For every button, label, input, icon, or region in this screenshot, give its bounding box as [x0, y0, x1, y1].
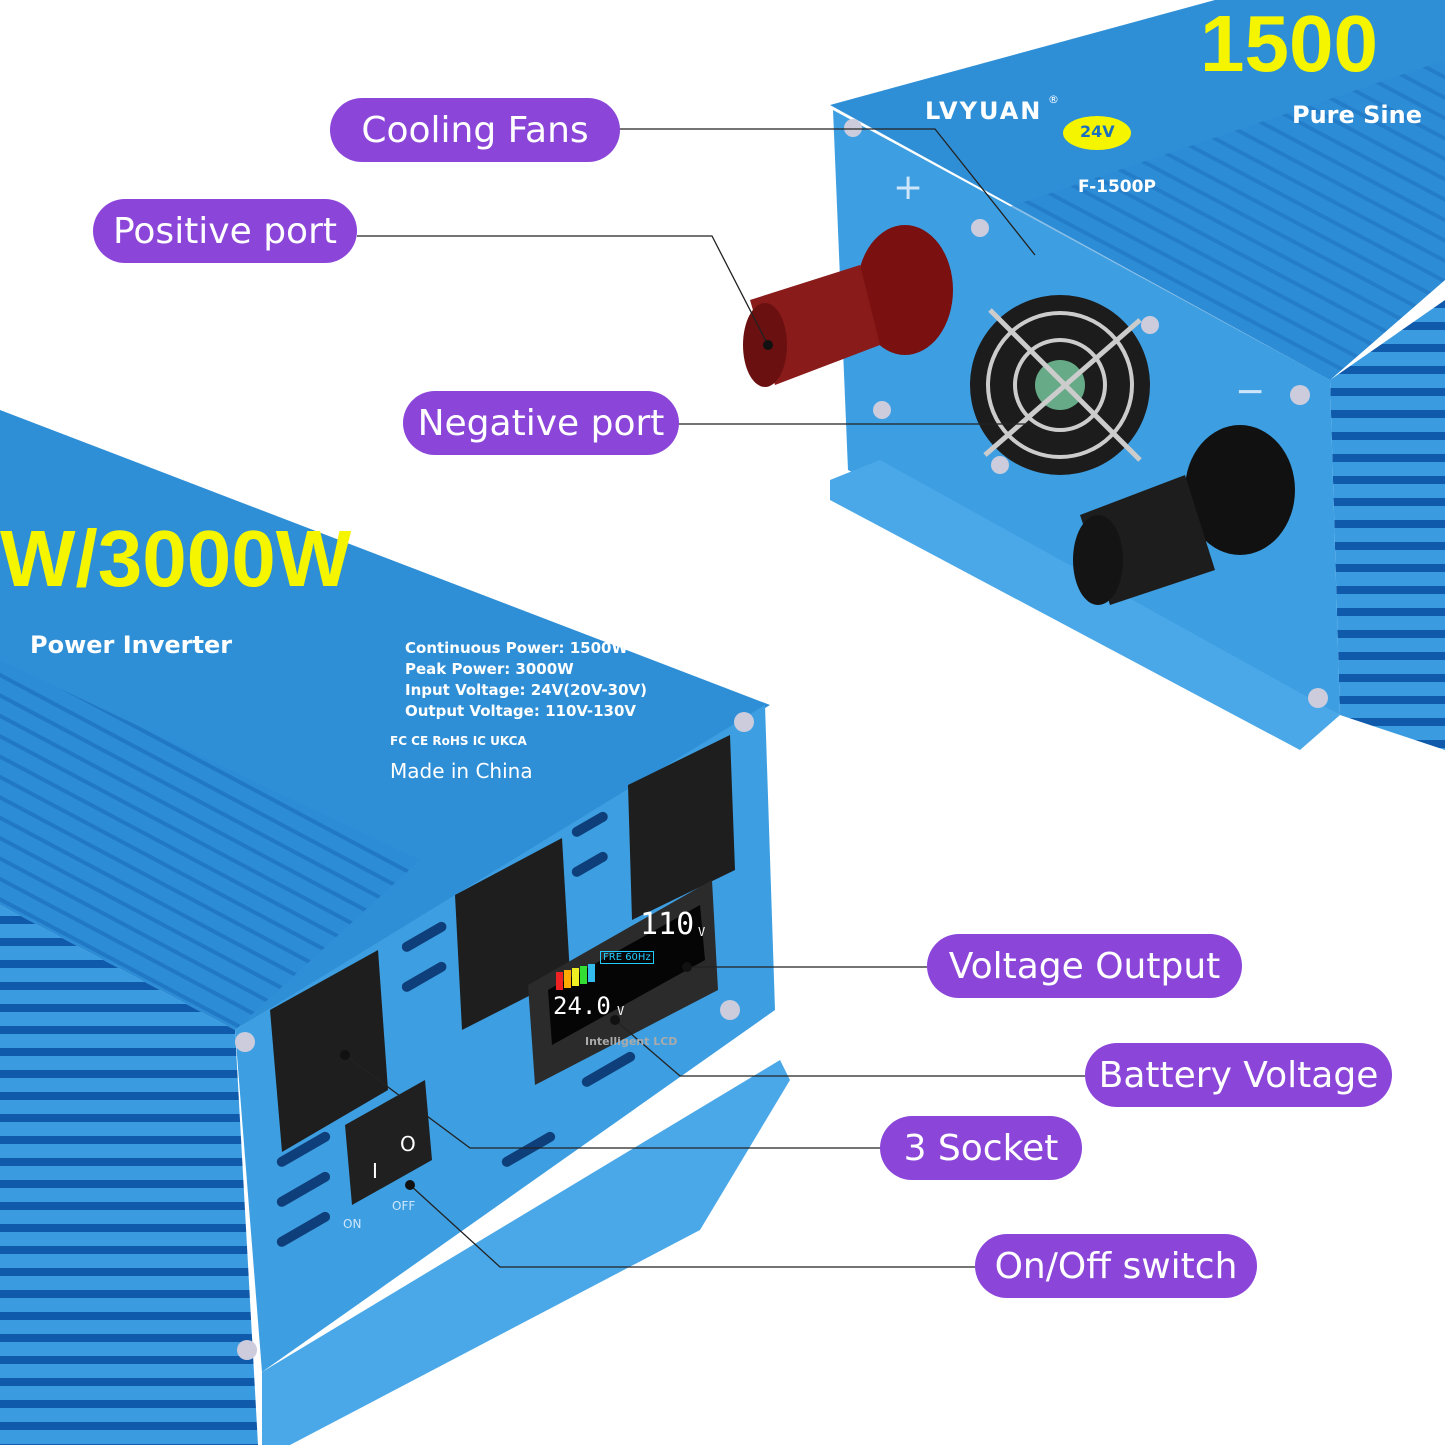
switch-o-mark: O	[400, 1132, 416, 1156]
inverter-front-view	[0, 410, 790, 1445]
callout-3-socket: 3 Socket	[880, 1116, 1082, 1180]
negative-terminal-base	[1185, 425, 1295, 555]
screws	[844, 119, 1328, 708]
back-top-ribs	[1000, 60, 1445, 380]
inverter-back-view	[743, 0, 1445, 750]
plus-sign: +	[893, 167, 924, 208]
origin-text: Made in China	[390, 759, 533, 783]
switch-line	[409, 1184, 975, 1268]
screws-front	[235, 712, 754, 1360]
front-power-rating: W/3000W	[0, 514, 352, 603]
front-subtitle: Power Inverter	[30, 631, 233, 659]
front-top-ribs	[0, 660, 420, 1030]
model-number: F-1500P	[1078, 177, 1156, 197]
power-switch[interactable]	[345, 1080, 432, 1205]
spec-peak: Peak Power: 3000W	[405, 660, 574, 678]
lcd-label: Intelligent LCD	[585, 1035, 678, 1048]
lcd-battery-voltage: 24.0	[553, 992, 611, 1020]
front-left-side	[0, 905, 258, 1445]
battery-level-icon	[556, 964, 595, 990]
socket-line	[344, 1054, 880, 1149]
brand-logo: LVYUAN	[925, 97, 1043, 125]
leader-dots	[340, 340, 773, 1190]
lcd-screen	[548, 905, 705, 1045]
fan-guard	[986, 311, 1134, 459]
switch-on-label: ON	[343, 1217, 362, 1231]
callout-negative-port: Negative port	[403, 391, 679, 455]
lcd-output-voltage: 110	[640, 907, 695, 942]
ac-socket-1	[270, 950, 388, 1152]
front-mount-foot	[262, 1060, 790, 1445]
fan-guard-inner	[1013, 338, 1107, 432]
battery-voltage-line	[614, 1019, 1085, 1077]
spec-output: Output Voltage: 110V-130V	[405, 702, 637, 720]
callout-cooling-fans: Cooling Fans	[330, 98, 620, 162]
vent-slots	[276, 811, 636, 1247]
back-power-rating: 1500	[1200, 0, 1378, 88]
registered-mark: ®	[1048, 93, 1059, 106]
back-subtitle: Pure Sine	[1292, 101, 1423, 129]
leader-lines	[344, 128, 1085, 1268]
ac-socket-3	[628, 735, 735, 920]
cooling-fans-line	[620, 128, 1036, 256]
spec-continuous: Continuous Power: 1500W	[405, 639, 629, 657]
switch-i-mark: I	[372, 1159, 378, 1183]
minus-sign: −	[1235, 371, 1266, 412]
positive-port-line	[357, 235, 769, 346]
callout-positive-port: Positive port	[93, 199, 357, 263]
switch-off-label: OFF	[392, 1199, 416, 1213]
positive-terminal-base	[857, 225, 953, 355]
back-mount-foot	[830, 460, 1340, 750]
callout-on-off-switch: On/Off switch	[975, 1234, 1257, 1298]
lcd-frequency: FRE 60Hz	[600, 951, 654, 964]
callout-battery-voltage: Battery Voltage	[1085, 1043, 1392, 1107]
lcd-battery-unit: V	[617, 1004, 625, 1018]
cert-marks: FC CE RoHS IC UKCA	[390, 734, 527, 748]
voltage-badge-text: 24V	[1080, 122, 1115, 141]
back-right-side	[1330, 300, 1445, 750]
negative-knob-cap	[1073, 515, 1123, 605]
fan-guard-bar	[983, 318, 1142, 457]
lcd-output-unit: V	[698, 925, 706, 939]
callout-voltage-output: Voltage Output	[927, 934, 1242, 998]
voltage-badge	[1063, 116, 1131, 150]
spec-input: Input Voltage: 24V(20V-30V)	[405, 681, 648, 699]
